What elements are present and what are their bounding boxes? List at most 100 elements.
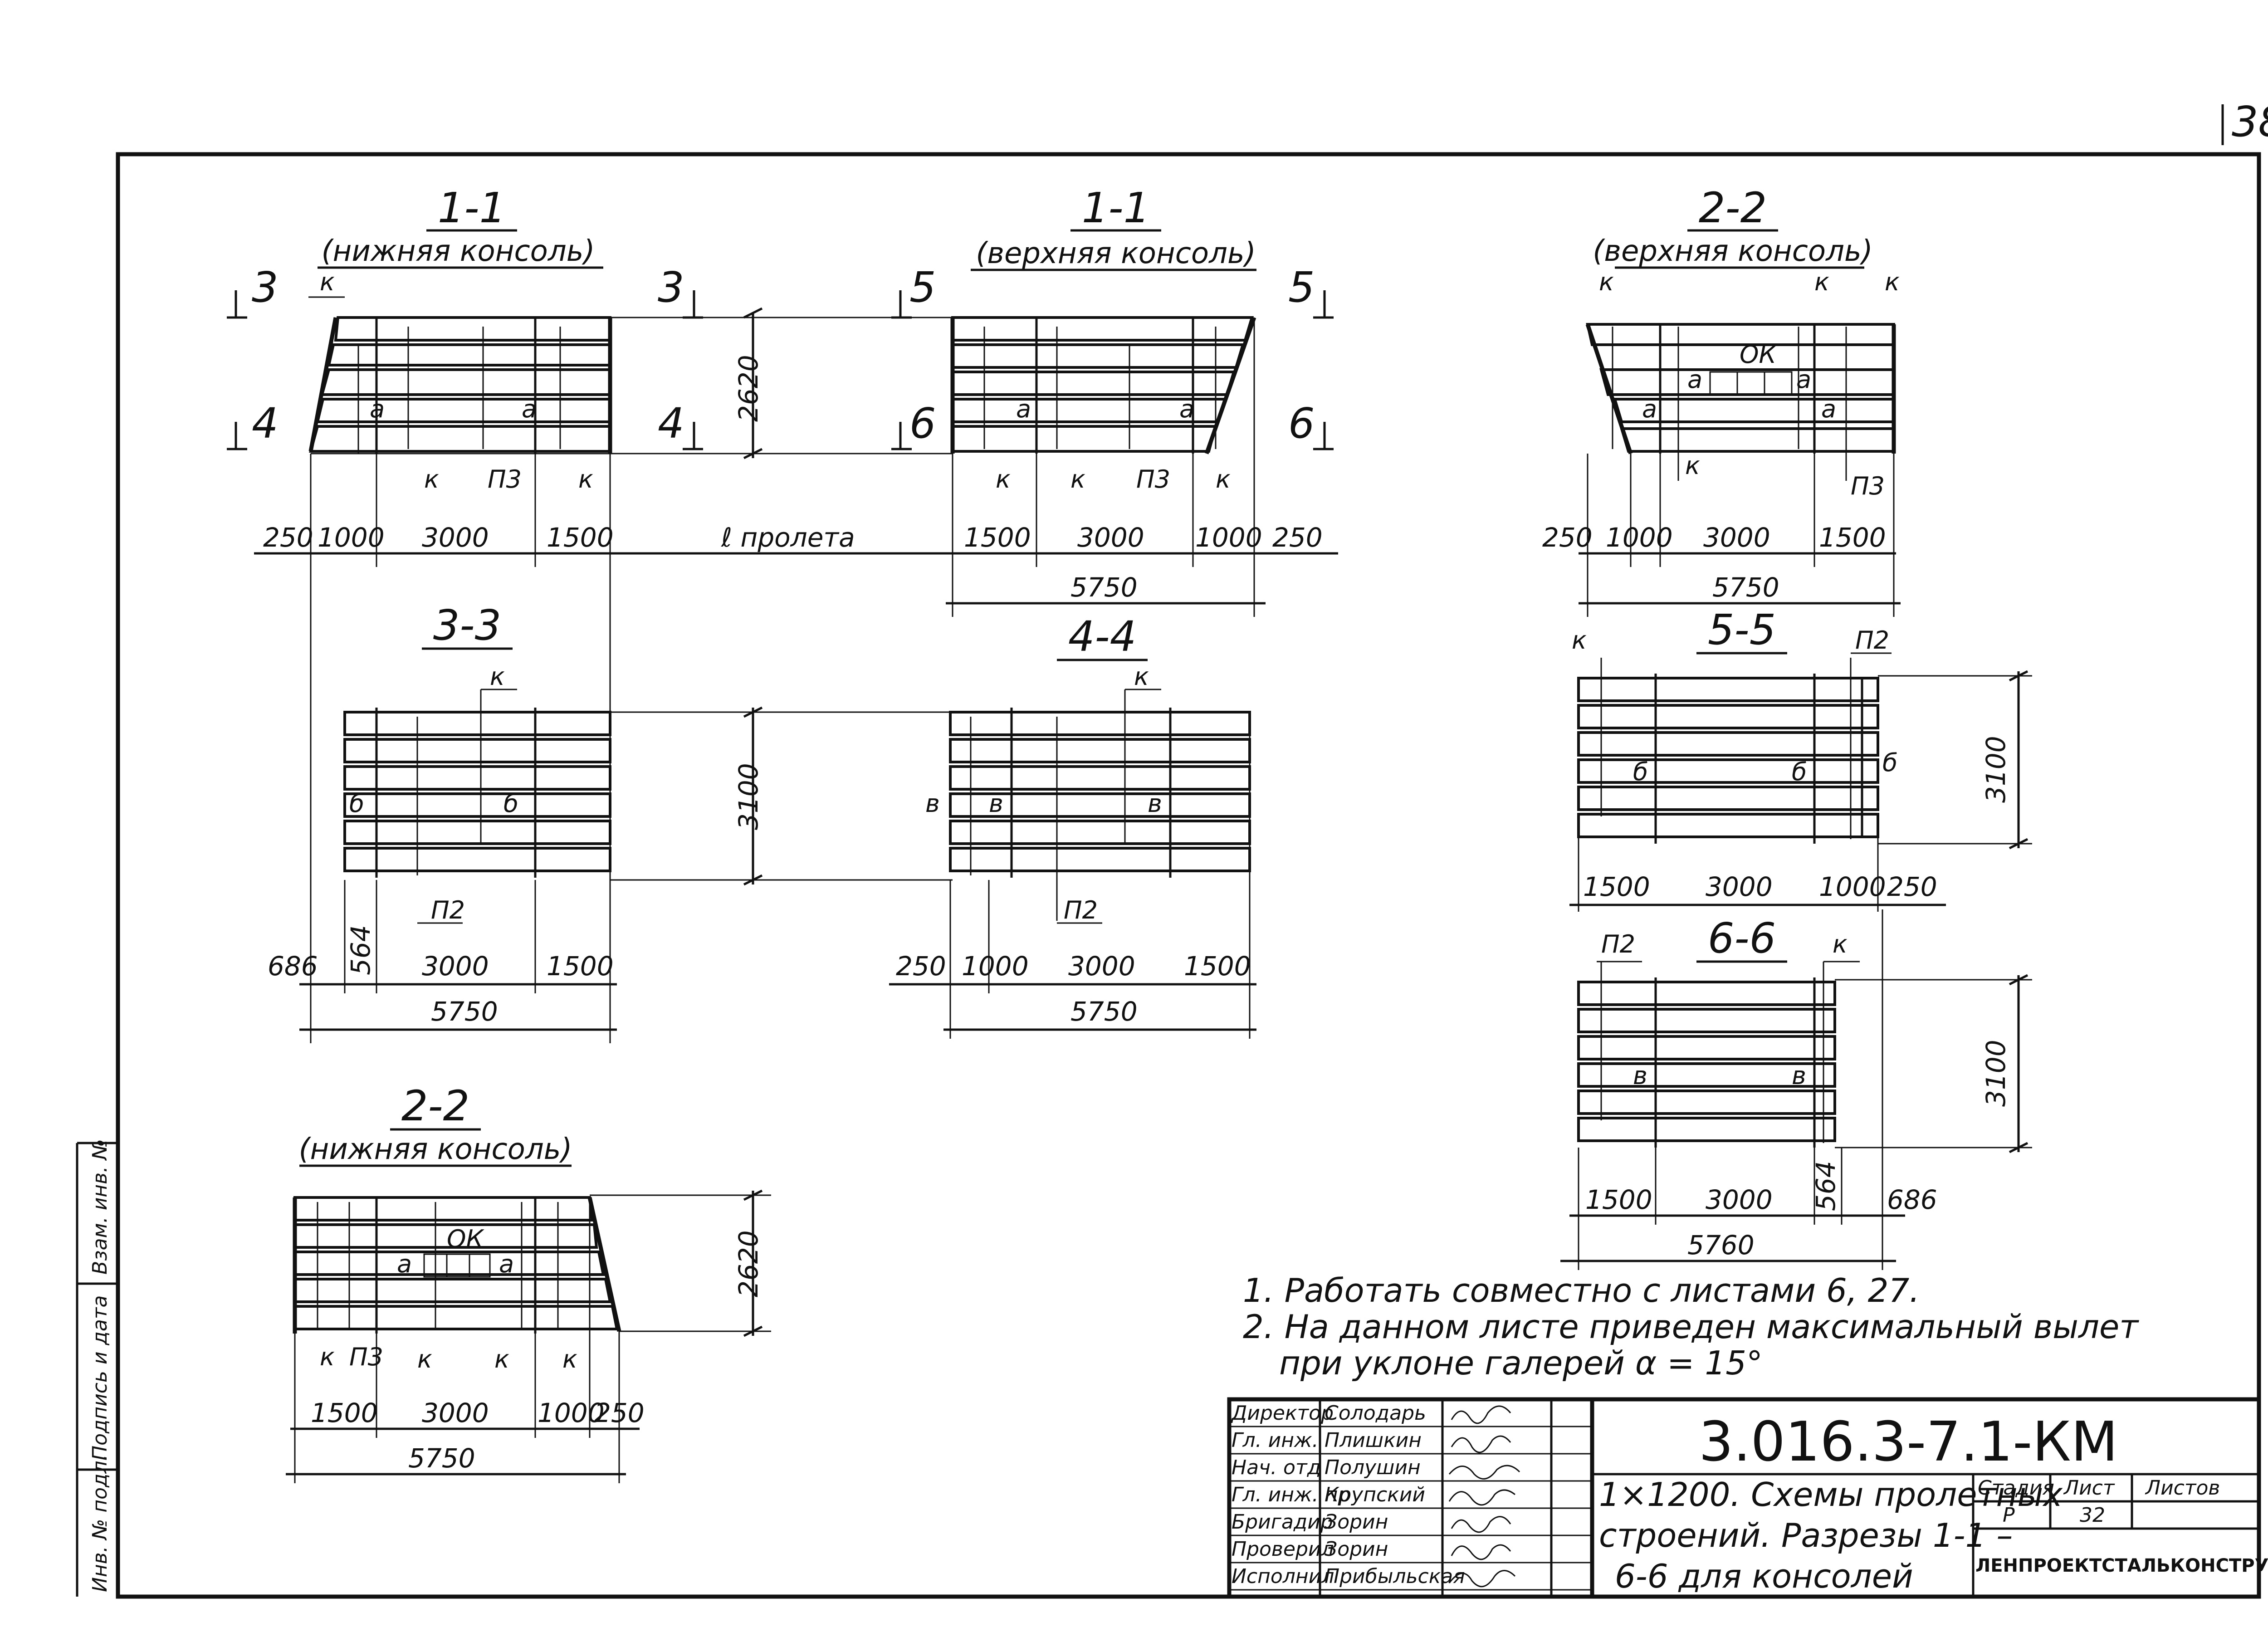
label-a: а	[1821, 395, 1836, 423]
organization: ЛЕНПРОЕКТСТАЛЬКОНСТРУКЦИЯ	[1975, 1555, 2268, 1576]
label-a: а	[1796, 365, 1811, 394]
dim: 3000	[1706, 1184, 1773, 1215]
dim: 250	[1542, 522, 1593, 553]
section-title: 2-2	[1699, 184, 1767, 232]
role: Нач. отд	[1232, 1456, 1321, 1479]
label-a: а	[1016, 395, 1031, 423]
dim: 1500	[311, 1397, 378, 1428]
sheet-value: 32	[2080, 1504, 2105, 1527]
section-2-2-lower-console: 2-2 (нижняя консоль) ОК а а к П3 к к к 2	[286, 1082, 771, 1483]
section-title: 5-5	[1708, 606, 1776, 654]
label-k: к	[1572, 626, 1587, 655]
label-b: б	[1882, 748, 1897, 777]
label-k: к	[424, 465, 439, 494]
label-b: б	[349, 789, 364, 818]
cut-mark-3: 3	[658, 263, 684, 312]
label-k: к	[1599, 268, 1614, 296]
label-v: в	[1633, 1061, 1647, 1090]
label-k: к	[562, 1345, 577, 1373]
description-line-3: 6-6 для консолей	[1615, 1557, 1913, 1595]
dim: 1000	[318, 522, 385, 553]
dim-height: 3100	[1980, 736, 2011, 803]
description-line-2: строений. Разрезы 1-1 –	[1599, 1516, 2013, 1554]
label-p2: П2	[431, 896, 465, 924]
section-6-6: 6-6 П2 к в в 3100 1500 3000 564 686	[1560, 909, 2032, 1270]
dim-total: 5750	[1070, 572, 1138, 603]
name: Зорин	[1325, 1510, 1388, 1534]
dim: 1000	[1819, 871, 1886, 902]
description-line-1: 1×1200. Схемы пролетных	[1599, 1476, 2063, 1514]
section-title: 3-3	[433, 601, 501, 650]
section-3-3: 3-3 к б б П2 3100 686 564 3000 150	[268, 601, 953, 1031]
dim-total: 5750	[431, 996, 498, 1027]
dim: 1000	[1195, 522, 1262, 553]
label-k: к	[578, 465, 593, 494]
section-1-1-upper-console: 1-1 (верхняя консоль) к к П3 к а а 5 6 5…	[891, 184, 1338, 617]
cut-mark-5: 5	[909, 263, 936, 312]
label-a: а	[1642, 395, 1657, 423]
cut-mark-4: 4	[658, 399, 684, 448]
section-subtitle: (верхняя консоль)	[976, 237, 1256, 270]
dim: 1500	[964, 522, 1031, 553]
label-k: к	[494, 1345, 509, 1373]
title-block: Директор Гл. инж. Нач. отд Гл. инж. пр Б…	[1227, 1397, 2268, 1599]
dim: 3000	[422, 1397, 489, 1428]
name: Полушин	[1325, 1456, 1421, 1479]
label-p2: П2	[1855, 626, 1889, 655]
label-ok: ОК	[447, 1225, 485, 1253]
label-p2: П2	[1601, 930, 1635, 958]
dim-total: 5750	[1070, 996, 1138, 1027]
name: Плишкин	[1325, 1429, 1422, 1452]
drawing-frame	[116, 152, 2261, 1599]
dim: 564	[345, 925, 376, 975]
section-title: 1-1	[1082, 184, 1150, 232]
stage-value: Р	[2003, 1504, 2015, 1527]
sheet-header: Лист	[2063, 1476, 2115, 1500]
label-k: к	[996, 465, 1011, 494]
dim: 1500	[1819, 522, 1886, 553]
section-subtitle: (нижняя консоль)	[322, 235, 595, 268]
label-a: а	[370, 395, 385, 423]
dim: 250	[594, 1397, 645, 1428]
label-k: к	[417, 1345, 432, 1373]
label-b: б	[1633, 757, 1648, 786]
dim: 250	[1272, 522, 1323, 553]
section-title: 6-6	[1708, 914, 1776, 963]
dim-height: 3100	[1980, 1040, 2011, 1107]
note-2: 2. На данном листе приведен максимальный…	[1243, 1308, 2139, 1346]
label-k: к	[1885, 268, 1900, 296]
label-k: к	[1216, 465, 1231, 494]
dim: 1000	[538, 1397, 605, 1428]
label-p3: П3	[349, 1343, 383, 1371]
span-label: ℓ пролета	[721, 522, 855, 553]
cut-mark-6: 6	[909, 399, 936, 448]
note-1: 1. Работать совместно с листами 6, 27.	[1243, 1271, 1920, 1310]
name: Крупский	[1325, 1483, 1425, 1506]
dim-total: 5750	[408, 1443, 475, 1474]
role: Исполнил	[1232, 1565, 1334, 1588]
note-2-cont: при уклоне галерей α = 15°	[1279, 1344, 1763, 1382]
section-1-1-lower-console: 1-1 (нижняя консоль) к к П3 к а а 3 4 3	[227, 184, 962, 1043]
name: Зорин	[1325, 1538, 1388, 1561]
role: Гл. инж. пр	[1232, 1483, 1350, 1506]
section-title: 2-2	[401, 1082, 469, 1130]
drawing-code: 3.016.3-7.1-КМ	[1699, 1411, 2118, 1474]
dim: 3000	[1077, 522, 1144, 553]
section-title: 1-1	[438, 184, 506, 232]
signatures	[1448, 1405, 1520, 1588]
dim: 1000	[1606, 522, 1673, 553]
label-a: а	[397, 1250, 412, 1278]
dim: 3000	[1703, 522, 1770, 553]
section-subtitle: (верхняя консоль)	[1593, 235, 1872, 268]
name: Прибыльская	[1325, 1565, 1465, 1588]
section-title: 4-4	[1068, 612, 1136, 661]
dim: 1500	[1184, 951, 1251, 982]
page-number: 38	[2232, 98, 2268, 146]
label-ok: ОК	[1740, 340, 1778, 369]
cut-mark-4: 4	[252, 399, 279, 448]
label-b: б	[1792, 757, 1807, 786]
label-k: к	[1070, 465, 1085, 494]
dim: 3000	[1706, 871, 1773, 902]
dim-height: 3100	[733, 763, 764, 830]
dim-height: 2620	[733, 355, 764, 422]
